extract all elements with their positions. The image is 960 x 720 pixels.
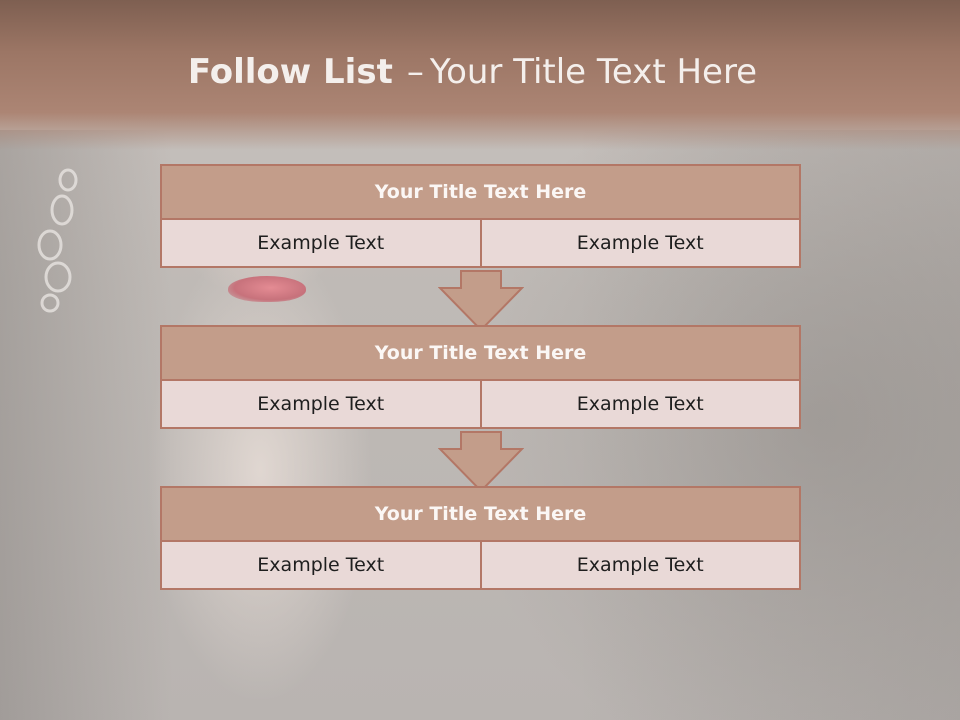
block-cell-right: Example Text — [479, 218, 801, 268]
page-title: Follow List–Your Title Text Here — [0, 52, 945, 92]
block-title: Your Title Text Here — [160, 325, 801, 381]
block-row: Example Text Example Text — [160, 218, 801, 268]
block-row: Example Text Example Text — [160, 379, 801, 429]
list-block-2: Your Title Text Here Example Text Exampl… — [160, 325, 801, 429]
block-title: Your Title Text Here — [160, 164, 801, 220]
down-arrow-icon — [438, 431, 524, 493]
earring-icon — [37, 168, 78, 313]
header-band — [0, 0, 960, 150]
title-bold: Follow List — [187, 52, 393, 92]
block-cell-left: Example Text — [160, 540, 482, 590]
background-lips — [228, 276, 306, 302]
block-cell-left: Example Text — [160, 218, 482, 268]
block-cell-left: Example Text — [160, 379, 482, 429]
block-cell-right: Example Text — [479, 379, 801, 429]
block-cell-right: Example Text — [479, 540, 801, 590]
block-row: Example Text Example Text — [160, 540, 801, 590]
list-block-3: Your Title Text Here Example Text Exampl… — [160, 486, 801, 590]
down-arrow-icon — [438, 270, 524, 332]
list-block-1: Your Title Text Here Example Text Exampl… — [160, 164, 801, 268]
title-dash: – — [406, 52, 424, 92]
title-rest: Your Title Text Here — [429, 52, 758, 92]
block-title: Your Title Text Here — [160, 486, 801, 542]
